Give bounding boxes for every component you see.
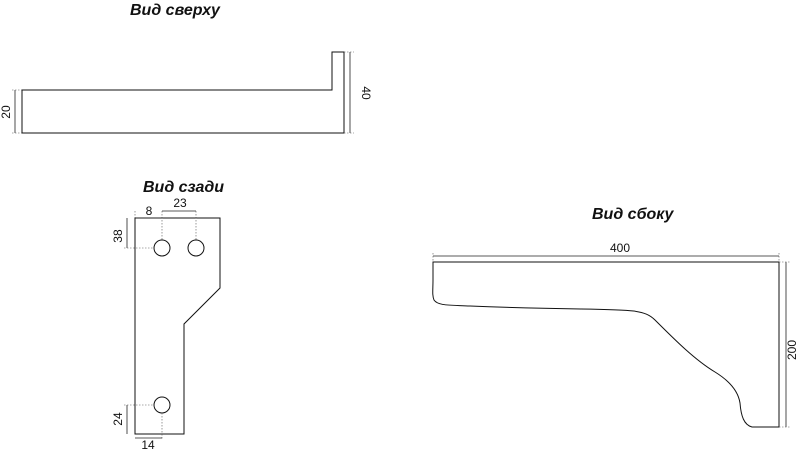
top-view-outline: [21, 51, 345, 134]
mounting-hole-top-right: [187, 239, 205, 257]
top-view-title: Вид сверху: [130, 2, 221, 19]
top-view-thickness-label: 20: [0, 105, 13, 119]
top-view: Вид сверху 20 40: [0, 2, 373, 134]
side-view-title: Вид сбоку: [592, 206, 675, 223]
back-view-outline: [134, 217, 221, 435]
back-view-title: Вид сзади: [143, 179, 224, 196]
back-view-width-bottom-label: 14: [141, 438, 155, 450]
back-view-hole-top-label: 38: [111, 229, 125, 243]
back-view-hole-bottom-label: 24: [111, 412, 125, 426]
side-view-length-label: 400: [610, 241, 630, 255]
side-view: Вид сбоку 400 200: [432, 206, 799, 428]
back-view: Вид сзади 8 23 38 24 14: [111, 179, 224, 450]
side-view-height-label: 200: [785, 340, 799, 360]
back-view-hole-edge-label: 8: [146, 204, 153, 218]
side-view-outline: [432, 261, 780, 428]
top-view-depth-label: 40: [359, 86, 373, 100]
back-view-hole-spacing-label: 23: [173, 196, 187, 210]
mounting-hole-bottom: [153, 396, 171, 414]
mounting-hole-top-left: [153, 239, 171, 257]
